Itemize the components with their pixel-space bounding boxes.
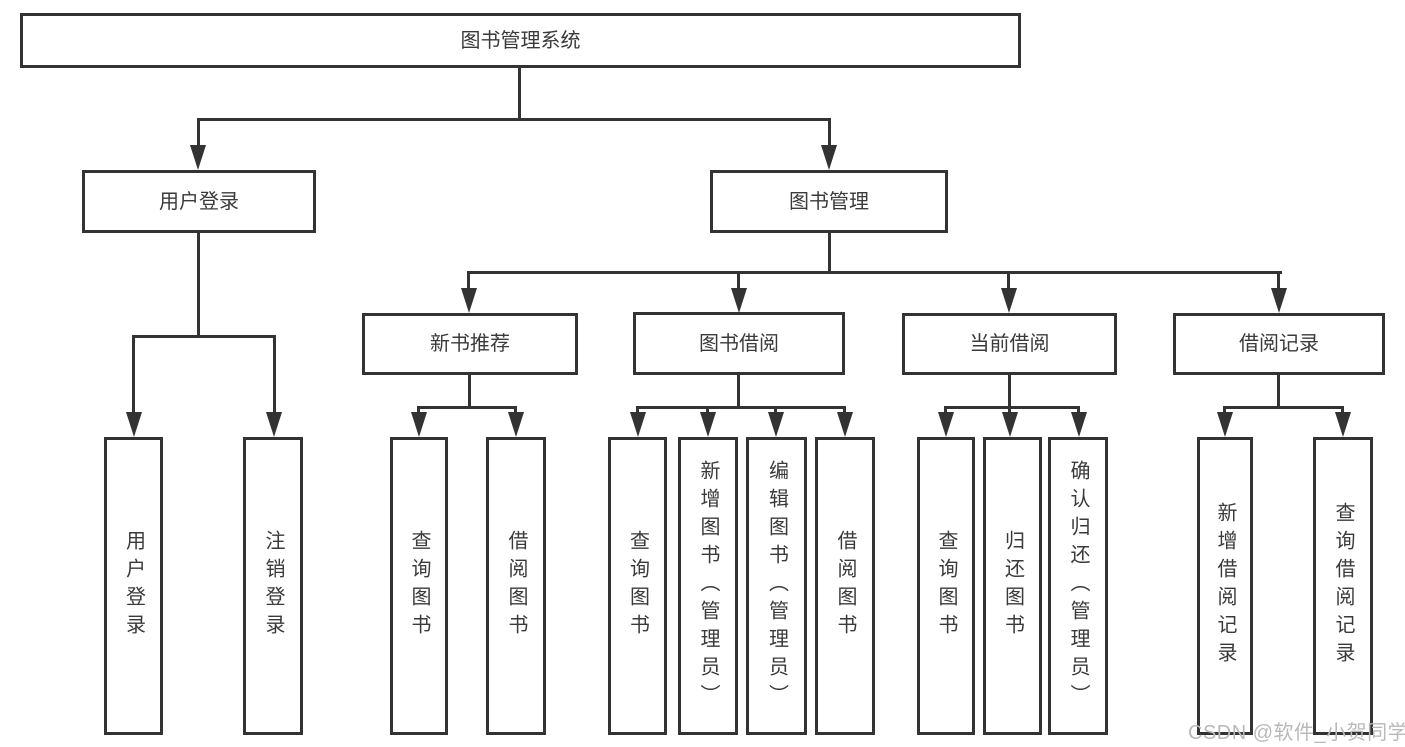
leaf-current-return-book: 归还图书 [983, 437, 1042, 735]
leaf-label: 编辑图书（管理员） [765, 460, 788, 712]
leaf-label: 新增图书（管理员） [697, 460, 719, 712]
leaf-recommend-borrow-book: 借阅图书 [486, 437, 546, 735]
node-label: 新书推荐 [430, 333, 510, 355]
connector-rec-stem [468, 375, 471, 406]
connector-rcd-d2 [1341, 406, 1344, 413]
leaf-label: 注销登录 [262, 530, 284, 642]
connector-bor-stem [737, 375, 740, 406]
node-book-management: 图书管理 [710, 170, 948, 233]
leaf-records-add-record: 新增借阅记录 [1197, 437, 1253, 735]
leaf-borrowing-add-book: 新增图书（管理员） [678, 437, 738, 735]
leaf-label: 借阅图书 [834, 530, 856, 642]
connector-login-stem [197, 233, 200, 335]
leaf-current-confirm-return: 确认归还（管理员） [1048, 437, 1108, 735]
connector-rec-d2 [514, 406, 517, 413]
node-current-borrowing: 当前借阅 [902, 313, 1117, 375]
leaf-label: 用户登录 [122, 530, 145, 642]
connector-rcd-bus [1223, 406, 1343, 409]
arrow-user-login [190, 145, 206, 170]
connector-rcd-d1 [1223, 406, 1226, 413]
connector-login-bus [133, 335, 276, 338]
connector-login-drop [197, 118, 200, 146]
connector-bor-d1 [636, 406, 639, 413]
connector-login-c1 [132, 335, 135, 413]
connector-mgmt-drop [828, 118, 831, 146]
watermark: CSDN @软件_小贺同学 [1188, 722, 1405, 744]
leaf-label: 新增借阅记录 [1214, 502, 1236, 670]
arrow-cur-query [938, 412, 954, 437]
arrow-new-book-recommend [461, 288, 477, 313]
arrow-rec-borrow [508, 412, 524, 437]
leaf-logout: 注销登录 [243, 437, 303, 735]
connector-l3-d1 [467, 271, 470, 289]
connector-cur-d3 [1077, 406, 1080, 413]
arrow-leaf-logout [266, 412, 282, 437]
node-book-borrowing: 图书借阅 [633, 312, 845, 375]
connector-login-c2 [273, 335, 276, 413]
arrow-rcd-add [1217, 412, 1233, 437]
arrow-bor-query [630, 412, 646, 437]
connector-cur-bus [944, 406, 1080, 409]
leaf-label: 查询图书 [408, 530, 430, 642]
node-new-book-recommend: 新书推荐 [362, 313, 578, 375]
connector-bor-d3 [774, 406, 777, 413]
connector-root-stem [518, 68, 521, 118]
connector-cur-d2 [1008, 406, 1011, 413]
node-user-login: 用户登录 [82, 170, 316, 233]
leaf-records-query-record: 查询借阅记录 [1313, 437, 1373, 735]
connector-l3-d2 [737, 271, 740, 289]
arrow-rec-query [411, 412, 427, 437]
connector-cur-stem [1008, 375, 1011, 406]
connector-bor-d2 [706, 406, 709, 413]
arrow-book-borrowing [731, 288, 747, 313]
connector-rec-bus [417, 406, 517, 409]
leaf-recommend-query-book: 查询图书 [390, 437, 448, 735]
leaf-label: 确认归还（管理员） [1067, 460, 1089, 712]
leaf-label: 查询借阅记录 [1332, 502, 1354, 670]
leaf-borrowing-edit-book: 编辑图书（管理员） [746, 437, 807, 735]
arrow-current-borrowing [1001, 288, 1017, 313]
connector-level3-bus [467, 271, 1282, 274]
leaf-label: 归还图书 [1001, 530, 1024, 642]
connector-l3-d4 [1277, 271, 1280, 289]
connector-level2-bus [197, 118, 831, 121]
leaf-label: 查询图书 [935, 530, 957, 642]
leaf-label: 查询图书 [626, 530, 649, 642]
leaf-label: 借阅图书 [505, 530, 527, 642]
connector-bor-d4 [843, 406, 846, 413]
connector-cur-d1 [944, 406, 947, 413]
connector-mgmt-stem [828, 233, 831, 271]
node-label: 用户登录 [159, 190, 239, 213]
leaf-current-query-book: 查询图书 [917, 437, 975, 735]
node-borrowing-records: 借阅记录 [1173, 313, 1385, 375]
arrow-cur-confirm [1071, 412, 1087, 437]
leaf-user-login: 用户登录 [104, 437, 163, 735]
node-label: 图书管理 [789, 190, 869, 213]
leaf-borrowing-query-book: 查询图书 [608, 437, 667, 735]
arrow-borrowing-records [1271, 288, 1287, 313]
arrow-leaf-user-login [126, 412, 142, 437]
arrow-cur-return [1002, 412, 1018, 437]
node-label: 图书借阅 [699, 332, 779, 355]
arrow-bor-add [700, 412, 716, 437]
node-root: 图书管理系统 [20, 13, 1021, 68]
leaf-borrowing-borrow-book: 借阅图书 [815, 437, 875, 735]
arrow-bor-borrow [837, 412, 853, 437]
arrow-bor-edit [768, 412, 784, 437]
arrow-book-management [821, 145, 837, 170]
connector-rec-d1 [417, 406, 420, 413]
node-label: 图书管理系统 [460, 29, 581, 52]
arrow-rcd-query [1335, 412, 1351, 437]
connector-bor-bus [636, 406, 846, 409]
connector-rcd-stem [1277, 375, 1280, 406]
node-label: 当前借阅 [969, 333, 1050, 355]
connector-l3-d3 [1007, 271, 1010, 289]
node-label: 借阅记录 [1239, 333, 1319, 355]
